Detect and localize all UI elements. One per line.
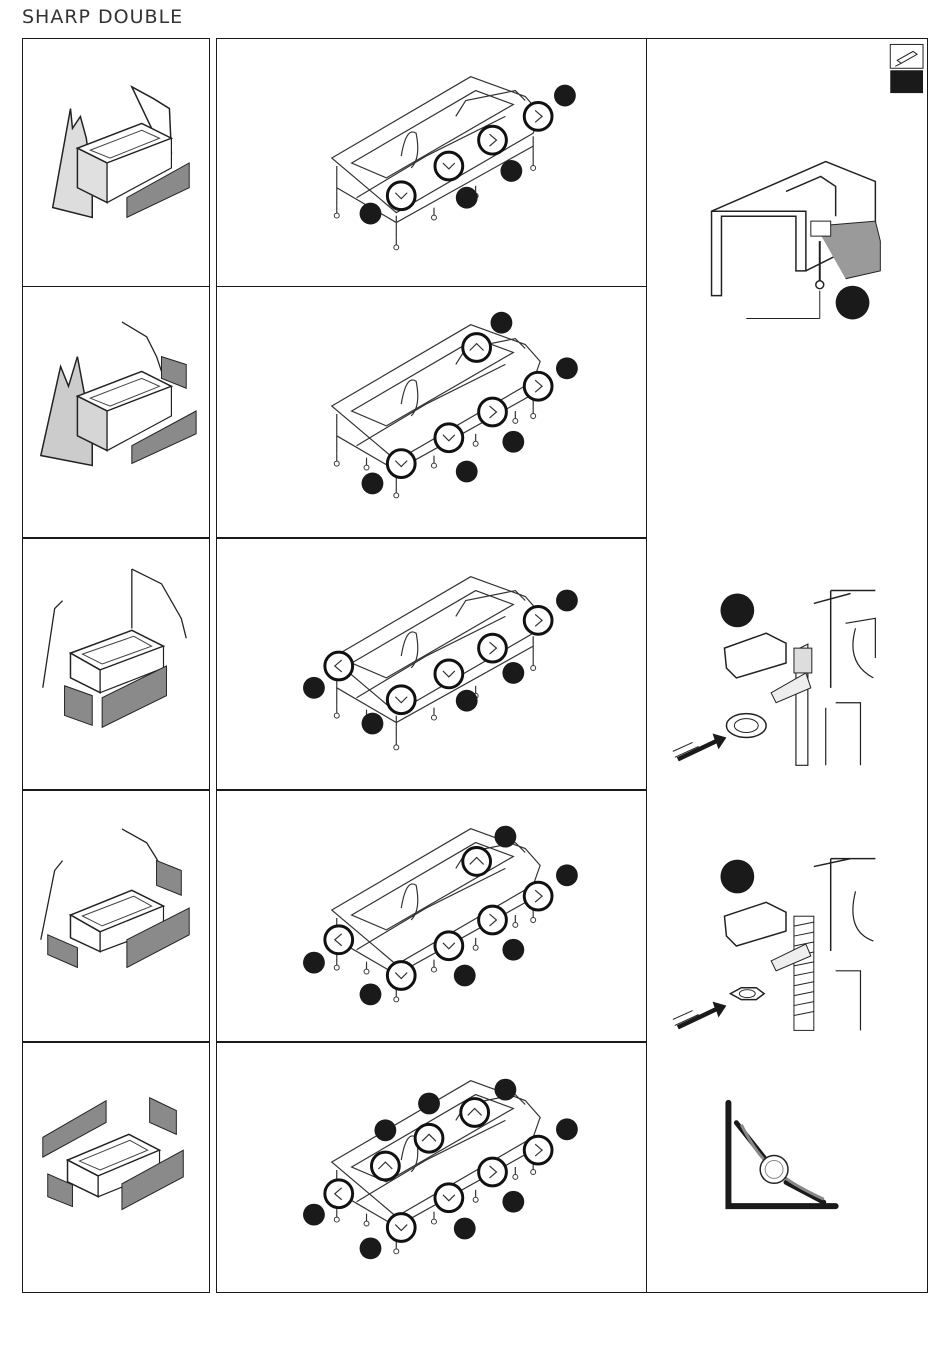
step-dot	[556, 1118, 578, 1140]
frame-structure	[332, 325, 540, 498]
bracket-marker-ring	[524, 1136, 552, 1164]
bracket-marker-ring	[415, 1124, 443, 1152]
bracket-marker-ring	[524, 372, 552, 400]
bracket-marker-ring	[479, 398, 507, 426]
overview-cell-4	[22, 790, 210, 1042]
page-title: SHARP DOUBLE	[22, 6, 183, 28]
bracket-marker-ring	[463, 334, 491, 362]
step-dot	[500, 160, 522, 182]
panel-shape	[150, 1098, 177, 1135]
step-dot	[554, 85, 576, 107]
overview-cell-1	[22, 38, 210, 287]
step-dot	[303, 677, 325, 699]
bracket-marker-ring	[387, 686, 415, 714]
arrow-icon	[673, 1002, 727, 1030]
corner-seal-detail	[728, 1103, 835, 1206]
step-dot	[303, 952, 325, 974]
step-dot	[456, 187, 478, 209]
black-tab	[890, 70, 923, 93]
frame-cell-1	[216, 38, 647, 287]
bath-overview-1	[23, 39, 209, 286]
step-dot	[556, 357, 578, 379]
bracket-marker-ring	[325, 652, 353, 680]
bracket-marker-ring	[435, 1184, 463, 1212]
step-dot	[456, 461, 478, 483]
detail-column	[646, 38, 928, 1293]
frame-structure	[332, 829, 540, 1002]
bracket-marker-ring	[524, 102, 552, 130]
threaded-rod	[794, 916, 814, 1030]
bracket-marker-ring	[479, 1158, 507, 1186]
step-dot	[454, 1218, 476, 1240]
bracket-marker-ring	[435, 424, 463, 452]
step-dot	[502, 431, 524, 453]
bracket-marker-ring	[435, 660, 463, 688]
screwdriver-icon	[890, 44, 923, 68]
bracket-marker-ring	[325, 926, 353, 954]
arrow-icon	[673, 734, 727, 762]
overview-cell-3	[22, 538, 210, 790]
frame-cell-5	[216, 1042, 647, 1293]
frame-diagram-3	[217, 539, 646, 789]
step-dot	[494, 826, 516, 848]
panel-shape	[65, 686, 93, 726]
step-dot	[556, 590, 578, 612]
step-dot	[454, 965, 476, 987]
step-dot	[502, 939, 524, 961]
step-dot	[491, 312, 513, 334]
panel-shape	[157, 861, 182, 896]
detail-drawings	[647, 39, 927, 1292]
frame-cell-4	[216, 790, 647, 1042]
overview-cell-5	[22, 1042, 210, 1293]
step-dot	[374, 1119, 396, 1141]
step-dot	[418, 1093, 440, 1115]
step-dot	[362, 473, 384, 495]
lock-nut-detail	[673, 859, 876, 1031]
bracket-marker-ring	[435, 152, 463, 180]
frame-diagram-5	[217, 1043, 646, 1292]
clip-ring-detail	[673, 591, 876, 766]
step-dot	[502, 1191, 524, 1213]
bracket-marker-ring	[479, 634, 507, 662]
bracket-marker-ring	[325, 1180, 353, 1208]
bath-overview-3	[23, 539, 209, 789]
bracket-marker-ring	[461, 1099, 489, 1127]
bath-overview-2	[23, 287, 209, 537]
frame-diagram-4	[217, 791, 646, 1041]
frame-cell-2	[216, 286, 647, 538]
bracket-marker-ring	[463, 848, 491, 876]
screw-fixing-detail	[712, 162, 881, 320]
bracket-marker-ring	[435, 932, 463, 960]
frame-cell-3	[216, 538, 647, 790]
step-dot	[360, 1237, 382, 1259]
bracket-marker-ring	[387, 450, 415, 478]
step-dot	[362, 713, 384, 735]
step-dot	[303, 1204, 325, 1226]
bracket-marker-ring	[524, 606, 552, 634]
bracket-marker-ring	[479, 906, 507, 934]
step-dot	[502, 662, 524, 684]
bracket-marker-ring	[387, 182, 415, 210]
bracket-marker-ring	[387, 1214, 415, 1242]
overview-cell-2	[22, 286, 210, 538]
step-dot	[494, 1079, 516, 1101]
bracket-marker-ring	[371, 1152, 399, 1180]
step-dot	[360, 983, 382, 1005]
step-dot	[456, 690, 478, 712]
bath-overview-5	[23, 1043, 209, 1292]
frame-diagram-2	[217, 287, 646, 537]
bracket-marker-ring	[387, 962, 415, 990]
bath-overview-4	[23, 791, 209, 1041]
frame-diagram-1	[217, 39, 646, 286]
step-dot	[556, 864, 578, 886]
bracket-marker-ring	[479, 126, 507, 154]
step-dot	[360, 203, 382, 225]
bracket-marker-ring	[524, 882, 552, 910]
